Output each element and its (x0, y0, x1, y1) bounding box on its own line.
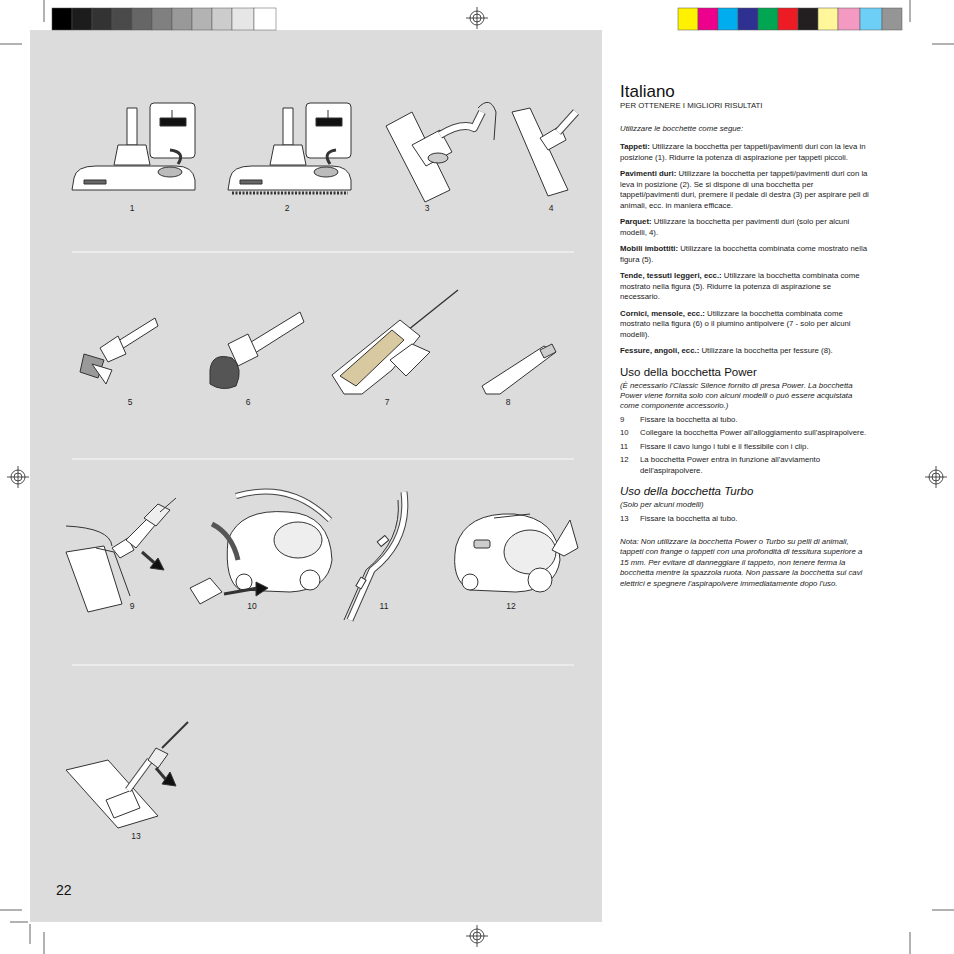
figure-number: 8 (506, 397, 511, 407)
italic-remark: (È necessario l'Classic Silence fornito … (620, 381, 872, 411)
instruction-paragraph: Mobili imbottiti: Utilizzare la bocchett… (620, 244, 872, 265)
subheading: Uso della bocchetta Turbo (620, 484, 872, 498)
paragraph-text: Utilizzare la bocchetta per fessure (8). (701, 346, 832, 355)
step-text: La bocchetta Power entra in funzione all… (640, 455, 872, 476)
run-in-heading: Tappeti: (620, 142, 650, 151)
text-column: ItalianoPER OTTENERE I MIGLIORI RISULTAT… (620, 82, 872, 589)
step-item: 13Fissare la bocchetta al tubo. (620, 514, 872, 525)
instruction-paragraph: Tappeti: Utilizzare la bocchetta per tap… (620, 142, 872, 163)
intro-line: Utilizzare le bocchette come segue: (620, 124, 872, 134)
subheading: Uso della bocchetta Power (620, 365, 872, 379)
instruction-paragraph: Cornici, mensole, ecc.: Utilizzare la bo… (620, 309, 872, 341)
step-text: Fissare la bocchetta al tubo. (640, 514, 872, 525)
figure-number: 3 (425, 203, 430, 213)
italic-remark: (Solo per alcuni modelli) (620, 500, 872, 510)
step-text: Fissare il cavo lungo i tubi e il flessi… (640, 442, 872, 453)
section-subtitle: PER OTTENERE I MIGLIORI RISULTATI (620, 101, 872, 111)
instruction-paragraph: Tende, tessuti leggeri, ecc.: Utilizzare… (620, 271, 872, 303)
figure-number: 7 (385, 397, 390, 407)
figure-number: 12 (506, 601, 515, 611)
figure-number: 6 (246, 397, 251, 407)
run-in-heading: Pavimenti duri: (620, 169, 676, 178)
run-in-heading: Fessure, angoli, ecc.: (620, 346, 699, 355)
step-item: 10Collegare la bocchetta Power all'allog… (620, 428, 872, 439)
figure-number: 2 (285, 203, 290, 213)
step-item: 9Fissare la bocchetta al tubo. (620, 415, 872, 426)
figure-number: 13 (131, 831, 140, 841)
instruction-paragraph: Fessure, angoli, ecc.: Utilizzare la boc… (620, 346, 872, 357)
paragraph-text: Utilizzare la bocchetta per pavimenti du… (620, 217, 849, 237)
step-text: Collegare la bocchetta Power all'alloggi… (640, 428, 872, 439)
section-title: Italiano (620, 82, 872, 101)
paragraph-text: Utilizzare la bocchetta per tappeti/pavi… (620, 142, 866, 162)
run-in-heading: Parquet: (620, 217, 652, 226)
page-number: 22 (56, 882, 72, 898)
step-number: 11 (620, 442, 640, 453)
step-number: 9 (620, 415, 640, 426)
figure-number: 9 (130, 601, 135, 611)
step-text: Fissare la bocchetta al tubo. (640, 415, 872, 426)
step-number: 10 (620, 428, 640, 439)
figure-number: 1 (130, 203, 135, 213)
figure-number: 11 (380, 601, 389, 611)
step-number: 12 (620, 455, 640, 476)
figure-number: 10 (247, 601, 256, 611)
figure-number: 5 (128, 397, 133, 407)
figure-number: 4 (549, 203, 554, 213)
note-text: Nota: Non utilizzare la bocchetta Power … (620, 537, 872, 590)
instruction-paragraph: Parquet: Utilizzare la bocchetta per pav… (620, 217, 872, 238)
instruction-paragraph: Pavimenti duri: Utilizzare la bocchetta … (620, 169, 872, 211)
step-item: 12La bocchetta Power entra in funzione a… (620, 455, 872, 476)
run-in-heading: Tende, tessuti leggeri, ecc.: (620, 271, 722, 280)
step-number: 13 (620, 514, 640, 525)
run-in-heading: Mobili imbottiti: (620, 244, 678, 253)
step-item: 11Fissare il cavo lungo i tubi e il fles… (620, 442, 872, 453)
run-in-heading: Cornici, mensole, ecc.: (620, 309, 705, 318)
